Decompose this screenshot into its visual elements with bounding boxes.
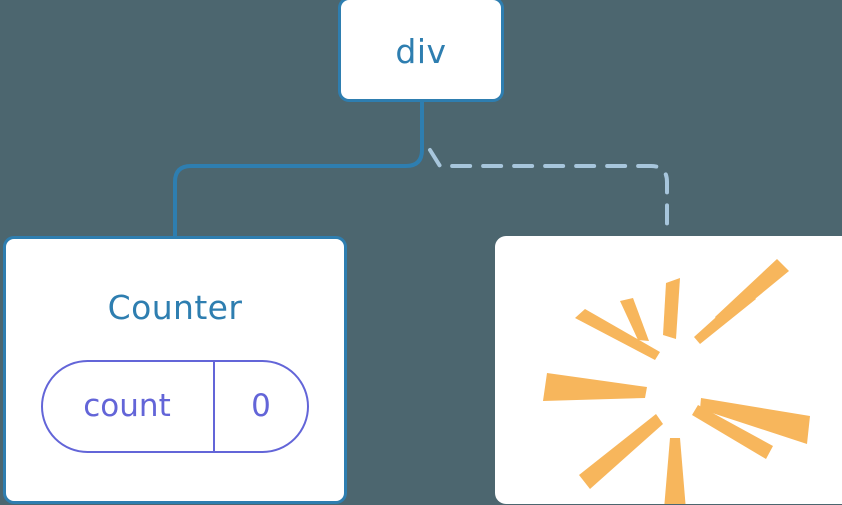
node-div[interactable]: div [338, 0, 504, 102]
node-counter-label: Counter [107, 288, 243, 327]
sparkle-burst-icon [543, 259, 810, 504]
state-key-label: count [43, 362, 215, 451]
ray-se [692, 405, 773, 459]
ray-s [664, 438, 686, 504]
node-rerender-flash[interactable] [495, 236, 842, 504]
node-counter[interactable]: Counter count 0 [3, 236, 347, 504]
ray-nne [694, 291, 756, 344]
ray-n [663, 278, 680, 339]
ray-sw [579, 414, 663, 489]
edge-div-to-counter [173, 99, 424, 238]
ray-nnw [620, 298, 649, 341]
ray-nw [575, 309, 660, 360]
ray-e [700, 398, 810, 444]
state-pill-count[interactable]: count 0 [41, 360, 309, 453]
state-value-label: 0 [251, 388, 271, 424]
edge-div-to-rerender [428, 148, 669, 238]
node-div-label: div [395, 32, 447, 71]
ray-w [543, 373, 647, 401]
